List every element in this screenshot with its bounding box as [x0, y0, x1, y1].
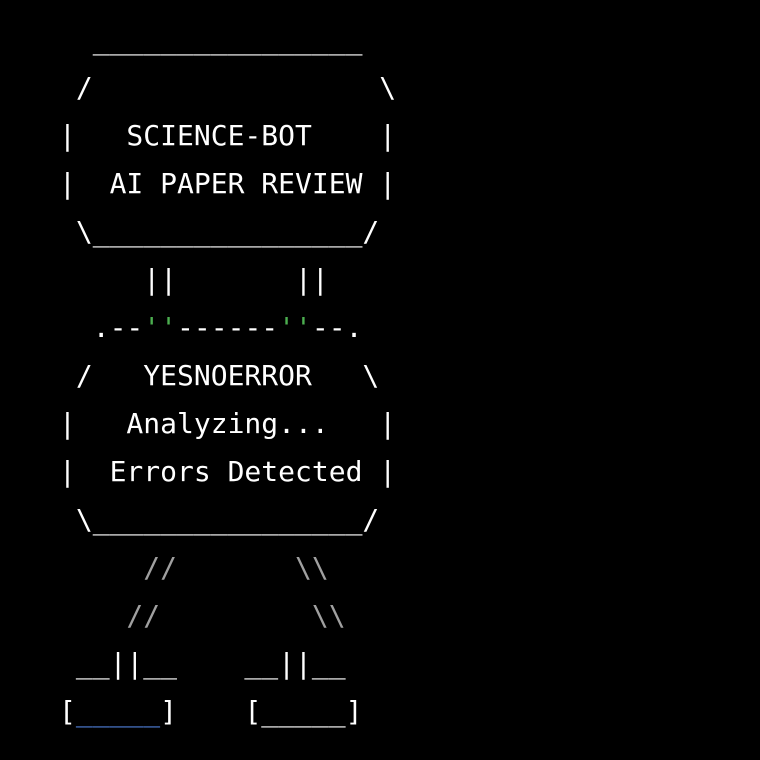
art-line: | Analyzing... | [59, 400, 396, 448]
art-segment: || || [59, 263, 329, 296]
art-segment: / YESNOERROR \ [59, 359, 380, 392]
art-line: | AI PAPER REVIEW | [59, 160, 396, 208]
art-segment: __||__ __||__ [59, 647, 346, 680]
art-segment: ________________ [59, 23, 363, 56]
art-segment: _____ [75, 695, 161, 728]
art-segment: // \\ [59, 551, 329, 584]
art-line: / \ [59, 64, 396, 112]
art-segment: | AI PAPER REVIEW | [59, 167, 397, 200]
art-segment: --. [311, 311, 363, 344]
art-segment: '' [143, 311, 178, 344]
art-line: .--''------''--. [59, 304, 396, 352]
art-segment: | SCIENCE-BOT | [59, 119, 397, 152]
art-line: | SCIENCE-BOT | [59, 112, 396, 160]
art-line: \________________/ [59, 496, 396, 544]
art-line: __||__ __||__ [59, 640, 396, 688]
art-segment: ------ [177, 311, 279, 344]
art-segment: .-- [59, 311, 144, 344]
art-line: \________________/ [59, 208, 396, 256]
art-segment: | Errors Detected | [59, 455, 397, 488]
art-line: ________________ [59, 16, 396, 64]
ascii-robot-art: ________________ / \ | SCIENCE-BOT | | AI … [59, 16, 396, 736]
art-segment: | Analyzing... | [59, 407, 397, 440]
art-line: / YESNOERROR \ [59, 352, 396, 400]
art-segment: / \ [59, 71, 397, 104]
art-line: // \\ [59, 544, 396, 592]
art-segment: \________________/ [59, 503, 380, 536]
art-segment: ] [_____] [160, 695, 363, 728]
art-line: // \\ [59, 592, 396, 640]
art-segment: [ [59, 695, 76, 728]
art-line: || || [59, 256, 396, 304]
art-segment: // \\ [59, 599, 346, 632]
art-segment: \________________/ [59, 215, 380, 248]
art-segment: '' [278, 311, 312, 344]
art-line: [_____] [_____] [59, 688, 396, 736]
art-line: | Errors Detected | [59, 448, 396, 496]
